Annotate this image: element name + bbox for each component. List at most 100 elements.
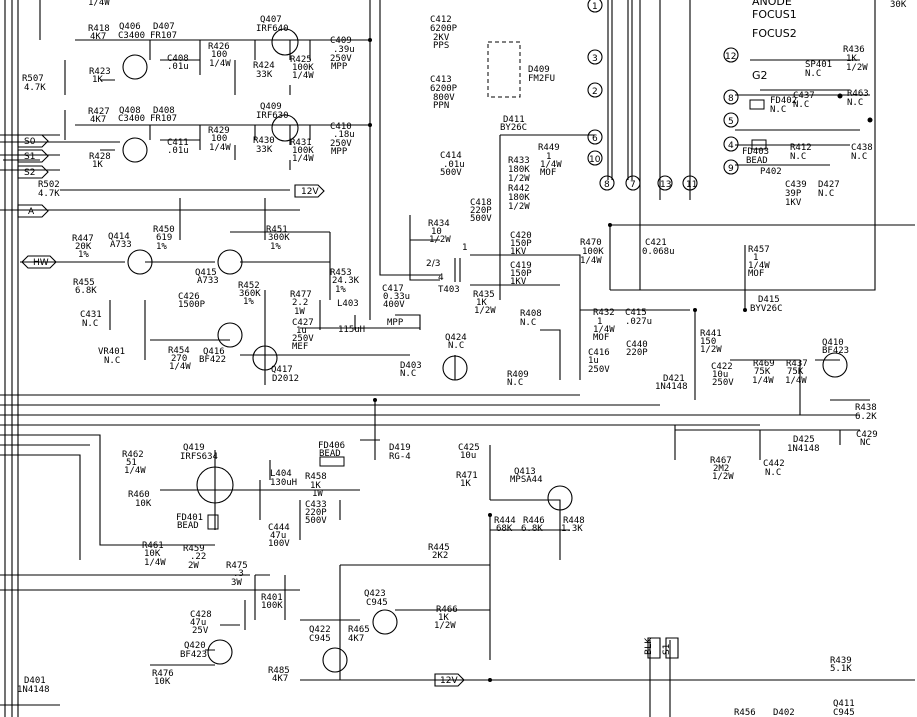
q414-symbol: [127, 249, 153, 275]
component-label: R439: [830, 656, 852, 666]
component-label: R427: [88, 107, 110, 117]
component-label: R476: [152, 669, 174, 679]
component-label: 1/2W: [474, 306, 496, 316]
pin-circle: [587, 0, 603, 13]
pin-circle: [599, 175, 615, 191]
component-label: 51: [126, 458, 137, 468]
component-label: 1%: [335, 285, 346, 295]
component-label: Q416: [203, 347, 225, 357]
component-label: 33K: [256, 145, 273, 155]
component-label: 39P: [785, 189, 802, 199]
component-label: 115uH: [338, 325, 365, 335]
component-label: R435: [473, 290, 495, 300]
component-label: D415: [758, 295, 780, 305]
component-label: FR107: [150, 31, 177, 41]
component-label: Q411: [833, 699, 855, 709]
component-label: 1/4W: [752, 376, 774, 386]
component-label: 619: [156, 233, 172, 243]
pin-number: 10: [589, 155, 601, 165]
component-label: R456: [734, 708, 756, 717]
pin-circle: [682, 175, 698, 191]
component-label: 1/4W: [209, 59, 231, 69]
component-label: R459: [183, 544, 205, 554]
component-label: FM2FU: [528, 74, 555, 84]
component-label: BYV26C: [750, 304, 783, 314]
component-label: .01u: [167, 146, 189, 156]
component-label: Q409: [260, 102, 282, 112]
q415-symbol: [217, 249, 243, 275]
component-label: 220P: [470, 206, 492, 216]
component-label: 1K: [310, 481, 321, 491]
component-label: D425: [793, 435, 815, 445]
component-label: R424: [253, 61, 275, 71]
net-tag-text: 12V: [301, 187, 319, 197]
component-label: R457: [748, 245, 770, 255]
component-label: 150P: [510, 239, 532, 249]
component-label: .027u: [625, 317, 652, 327]
pin-number: 11: [686, 180, 697, 190]
net-tag-text: S0: [24, 137, 36, 147]
component-label: R460: [128, 490, 150, 500]
component-label: 100: [211, 50, 227, 60]
component-label: 1/4W: [785, 376, 807, 386]
component-label: C3400: [118, 31, 145, 41]
component-label: FOCUS2: [752, 27, 797, 40]
component-label: 1/2W: [434, 621, 456, 631]
component-label: 2KV: [433, 33, 450, 43]
component-label: C415: [625, 308, 647, 318]
net-tag-text: S1: [662, 644, 672, 655]
component-label: 1K: [92, 160, 103, 170]
q409-symbol: [271, 114, 299, 142]
component-label: 100K: [582, 247, 604, 257]
component-label: R409: [507, 370, 529, 380]
component-label: C433: [305, 500, 327, 510]
component-label: MOF: [540, 168, 556, 178]
component-label: 20K: [75, 242, 92, 252]
component-label: R454: [168, 346, 190, 356]
component-label: R470: [580, 238, 602, 248]
component-label: D401: [24, 676, 46, 686]
component-label: R447: [72, 234, 94, 244]
component-label: C438: [851, 143, 873, 153]
component-label: N.C: [805, 69, 821, 79]
component-label: 2M2: [713, 464, 729, 474]
component-label: 10: [431, 227, 442, 237]
pin-number: 4: [728, 141, 734, 151]
component-label: R458: [305, 472, 327, 482]
component-label: MOF: [593, 333, 609, 343]
component-label: 2.2: [292, 298, 308, 308]
component-label: 10K: [135, 499, 152, 509]
pin-number: 13: [660, 180, 671, 190]
component-label: 47u: [190, 618, 206, 628]
pin-number: 4: [438, 273, 444, 283]
net-tag-text: A: [28, 207, 35, 217]
component-label: 6200P: [430, 84, 458, 94]
component-label: R475: [226, 561, 248, 571]
component-label: C945: [309, 634, 331, 644]
component-label: 4K7: [90, 115, 106, 125]
pin-circle: [723, 136, 739, 152]
component-label: N.C: [790, 152, 806, 162]
pin-number: 8: [728, 94, 734, 104]
q407-symbol: [271, 28, 299, 56]
component-label: 1K: [438, 613, 449, 623]
component-label: 250V: [588, 365, 610, 375]
component-label: R430: [253, 136, 275, 146]
component-label: C444: [268, 523, 290, 533]
component-label: R401: [261, 593, 283, 603]
component-label: BF423: [822, 346, 849, 356]
tag-blk: [647, 637, 661, 659]
component-label: R425: [290, 55, 312, 65]
component-label: R471: [456, 471, 478, 481]
component-label: Q419: [183, 443, 205, 453]
component-label: BEAD: [746, 156, 768, 166]
component-label: R444: [494, 516, 516, 526]
component-label: R451: [266, 225, 288, 235]
component-label: 1%: [270, 242, 281, 252]
component-label: 1/4W: [580, 256, 602, 266]
component-label: R408: [520, 309, 542, 319]
component-label: 1/4W: [124, 466, 146, 476]
component-label: R449: [538, 143, 560, 153]
component-label: BEAD: [177, 521, 199, 531]
component-label: R428: [89, 152, 111, 162]
